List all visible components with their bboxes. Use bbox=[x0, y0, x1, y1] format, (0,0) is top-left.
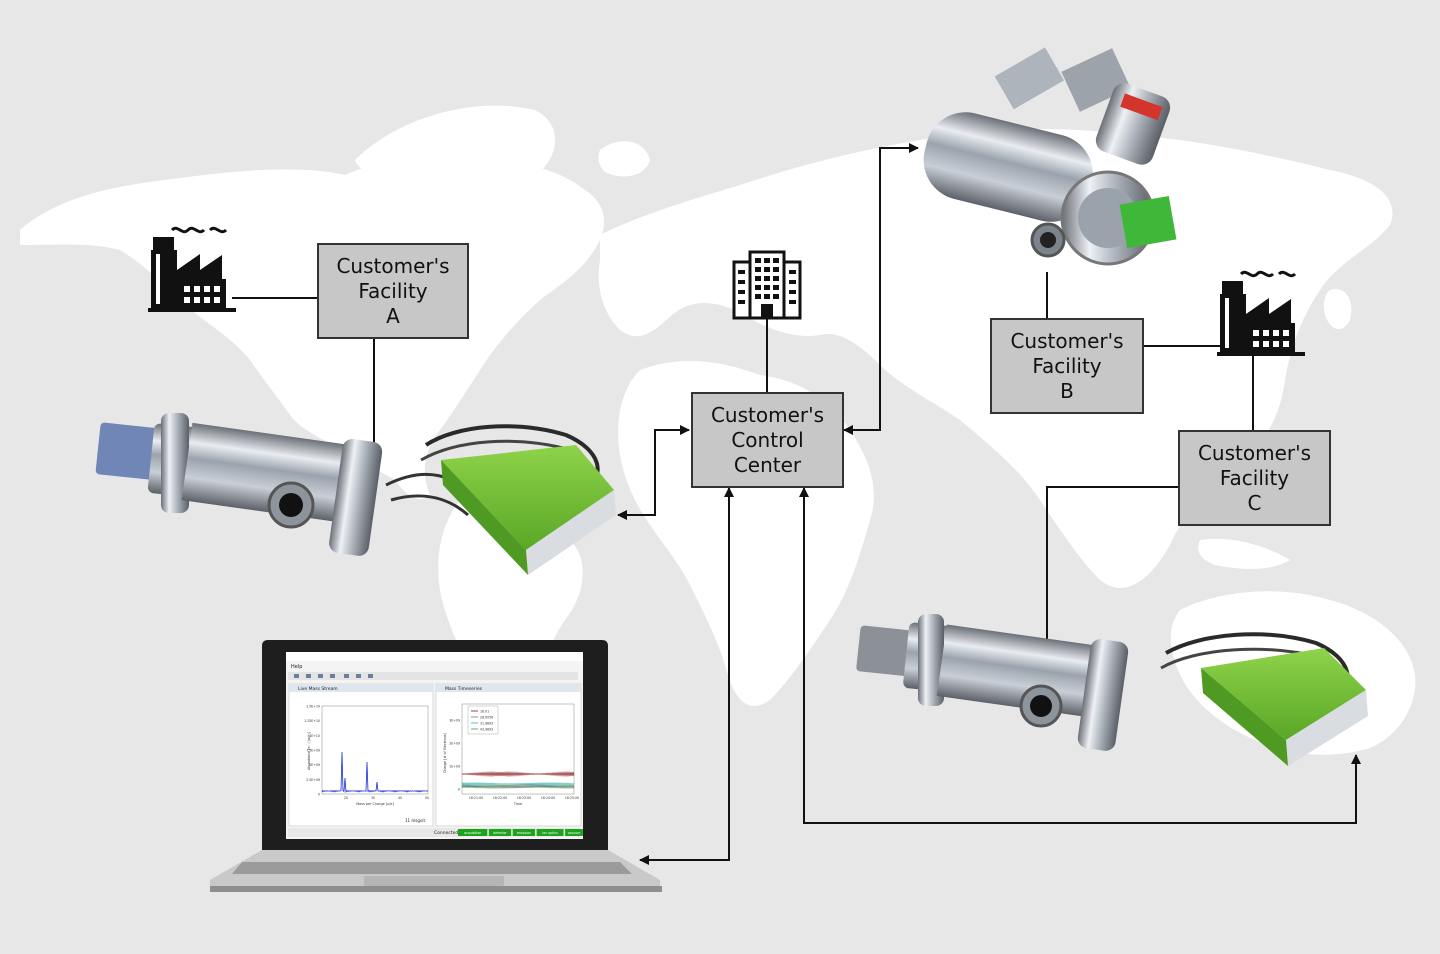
left-xtick-label: 50 bbox=[425, 796, 429, 800]
facility-b-line-1: Customer's bbox=[1010, 328, 1124, 353]
right-ytick-label: 3E+09 bbox=[449, 719, 460, 723]
live-mass-stream-plot: 1.5E+10 1.25E+10 1E+10 7.5E+09 5E+09 2.5E+09 0… bbox=[304, 705, 429, 807]
facility-c-line-2: Facility bbox=[1219, 465, 1290, 490]
status-badges: acquisition detector emission ion optics vac… bbox=[458, 829, 583, 836]
timeseries-trace bbox=[461, 784, 575, 790]
left-ytick-label: 7.5E+09 bbox=[306, 749, 320, 753]
right-xtick-label: 16:23:00 bbox=[517, 796, 531, 800]
mass-spectrometer-icon bbox=[95, 413, 616, 575]
facility-c-box: Customer's Facility C bbox=[1178, 430, 1331, 526]
left-xtick-label: 30 bbox=[371, 796, 375, 800]
facility-b-box: Customer's Facility B bbox=[990, 318, 1144, 414]
status-badge bbox=[536, 829, 564, 836]
arrow-device-c-control-center bbox=[799, 487, 1361, 824]
office-building-icon bbox=[732, 250, 802, 320]
factory-icon bbox=[148, 226, 236, 312]
arrow-control-center-device-a bbox=[617, 425, 690, 520]
right-ytick-label: 2E+09 bbox=[449, 742, 460, 746]
right-xtick-label: 16:21:00 bbox=[469, 796, 483, 800]
right-xlabel: Time bbox=[513, 802, 522, 806]
status-badge-label: vacuum bbox=[568, 831, 581, 835]
status-badge-label: ion optics bbox=[542, 831, 558, 835]
facility-c-line-3: C bbox=[1247, 490, 1262, 515]
control-center-line-2: Control bbox=[731, 427, 804, 452]
right-panel-title: Mass Timeseries bbox=[445, 686, 483, 692]
line-facility-c-to-device-c bbox=[1046, 486, 1178, 645]
left-ytick-label: 1E+10 bbox=[309, 734, 320, 738]
timeseries-trace bbox=[461, 770, 575, 778]
right-plot-frame bbox=[461, 703, 575, 795]
left-ytick-label: 2.5E+09 bbox=[306, 778, 320, 782]
status-badge bbox=[565, 829, 583, 836]
legend-entry: 43.9893 bbox=[480, 728, 493, 732]
status-text: Connected bbox=[434, 830, 458, 836]
right-ytick-label: 1E+09 bbox=[449, 765, 460, 769]
mass-spectrometer-icon bbox=[856, 614, 1368, 766]
connectors bbox=[232, 143, 1361, 865]
mass-timeseries-plot: 3E+09 2E+09 1E+09 0 16:21:00 16:22:00 16:23:00… bbox=[443, 703, 579, 806]
facility-b-line-3: B bbox=[1060, 378, 1074, 403]
control-center-line-1: Customer's bbox=[710, 402, 825, 427]
mass-spectrometer-icon bbox=[923, 47, 1177, 266]
status-badge-label: detector bbox=[493, 831, 507, 835]
arrow-laptop-control-center bbox=[639, 487, 734, 865]
spectrum-trace bbox=[321, 751, 429, 794]
legend-entry: 28.0056 bbox=[480, 716, 493, 720]
facility-c-line-1: Customer's bbox=[1197, 440, 1312, 465]
timeseries-trace bbox=[461, 781, 575, 787]
left-xlabel: Mass per Charge [u/e] bbox=[356, 802, 394, 806]
status-badge bbox=[458, 829, 488, 836]
left-ytick-label: 1.5E+10 bbox=[306, 705, 320, 709]
legend-entry: 31.9893 bbox=[480, 722, 493, 726]
left-panel-title: Live Mass Stream bbox=[298, 686, 338, 692]
arrow-control-center-device-b bbox=[843, 143, 919, 435]
status-badge-label: emission bbox=[517, 831, 531, 835]
right-xtick-label: 16:22:00 bbox=[493, 796, 507, 800]
left-xtick-label: 20 bbox=[344, 796, 348, 800]
laptop-screen: Help Live Mass Stream Mass Timeseries 1.… bbox=[286, 652, 583, 839]
factory-icon bbox=[1217, 270, 1305, 356]
facility-a-line-3: A bbox=[386, 303, 400, 328]
left-ytick-label: 5E+09 bbox=[309, 763, 320, 767]
left-ytick-label: 0 bbox=[318, 793, 320, 797]
status-badge bbox=[512, 829, 536, 836]
control-center-box: Customer's Control Center bbox=[691, 392, 844, 488]
left-ytick-label: 1.25E+10 bbox=[304, 719, 320, 723]
control-center-line-3: Center bbox=[733, 452, 802, 477]
right-ytick-label: 0 bbox=[458, 788, 460, 792]
legend-entry: 18.01 bbox=[480, 710, 489, 714]
facility-a-line-2: Facility bbox=[358, 278, 428, 303]
facility-b-line-2: Facility bbox=[1032, 353, 1102, 378]
status-badge bbox=[488, 829, 512, 836]
left-footer: 11 msgs/s bbox=[405, 818, 425, 823]
left-plot-frame bbox=[321, 705, 429, 795]
right-xtick-label: 16:25:00 bbox=[565, 796, 579, 800]
status-badge-label: acquisition bbox=[464, 831, 481, 835]
facility-a-box: Customer's Facility A bbox=[317, 243, 469, 339]
left-xtick-label: 40 bbox=[398, 796, 402, 800]
right-xtick-label: 16:24:00 bbox=[541, 796, 555, 800]
facility-a-line-1: Customer's bbox=[336, 253, 450, 278]
screen-menu: Help bbox=[291, 664, 302, 670]
right-ylabel: Charge [# of Electrons] bbox=[443, 732, 447, 773]
left-ylabel: Abundance [e⁻ / (u/e)] bbox=[307, 731, 311, 770]
